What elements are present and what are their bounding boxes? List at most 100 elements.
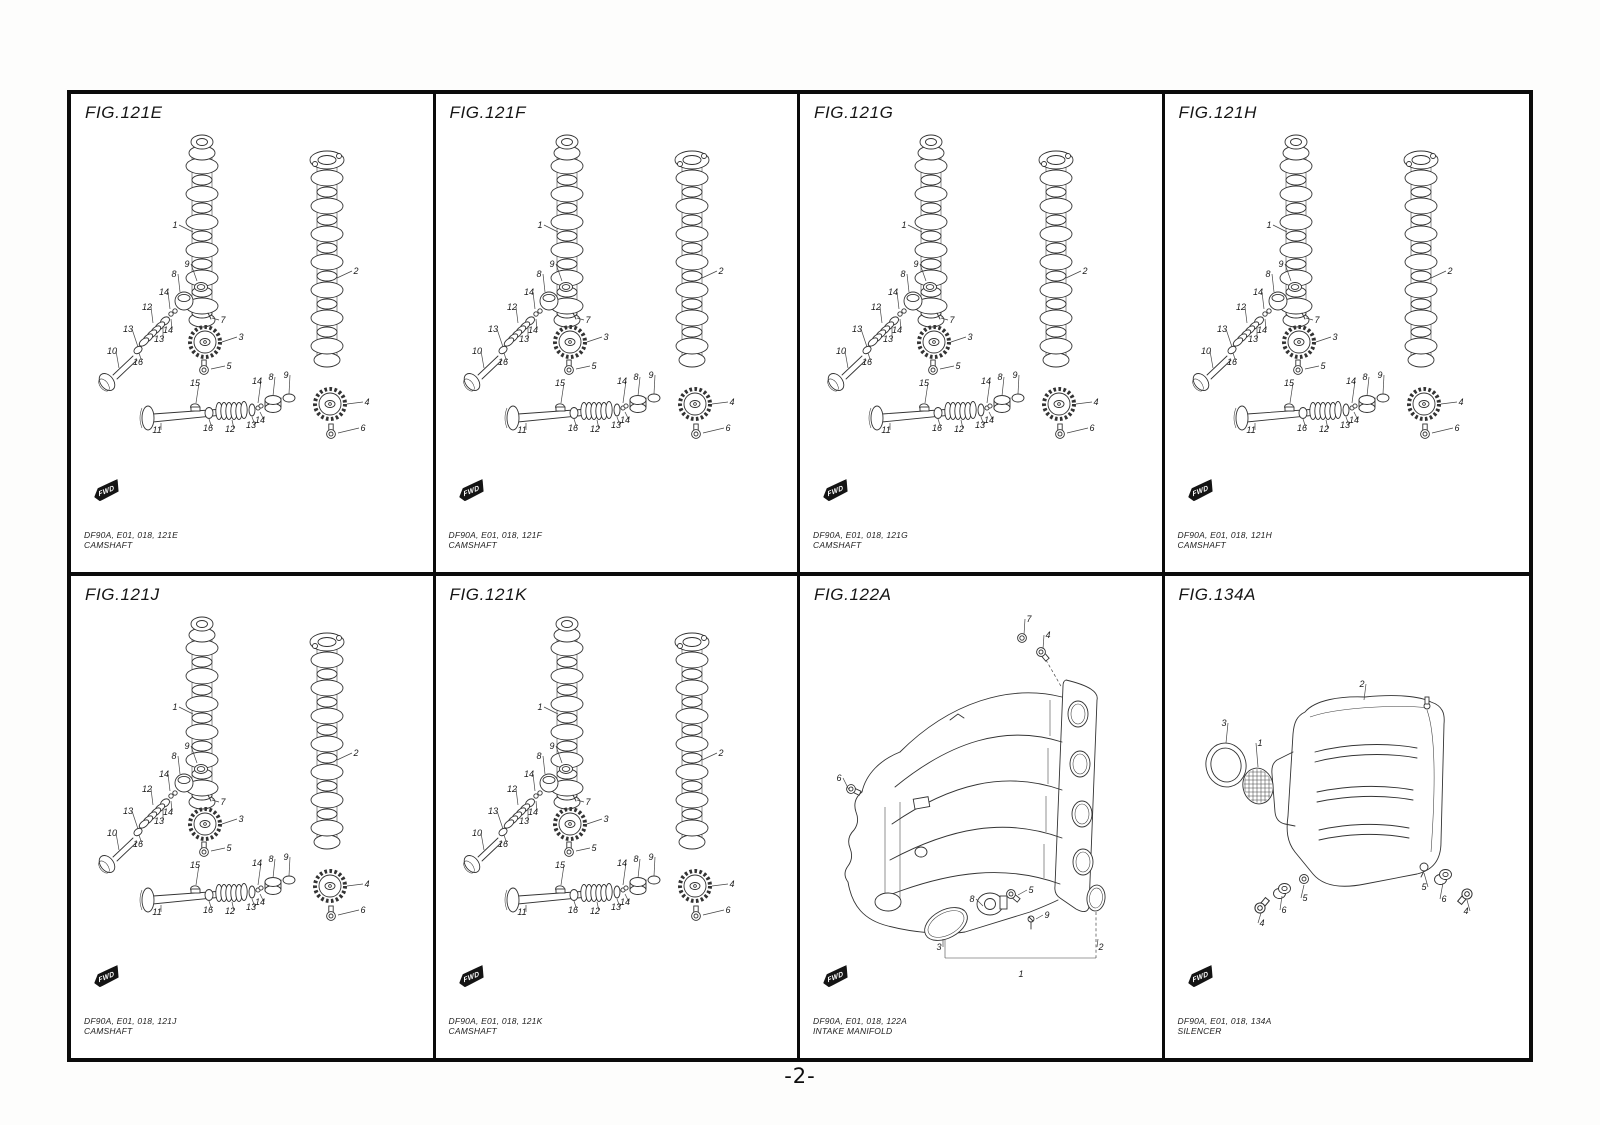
svg-text:13: 13	[1339, 420, 1349, 430]
svg-text:14: 14	[163, 325, 173, 335]
svg-text:16: 16	[1226, 357, 1236, 367]
svg-text:6: 6	[1281, 905, 1286, 915]
svg-text:10: 10	[471, 346, 481, 356]
svg-text:3: 3	[238, 332, 243, 342]
svg-text:15: 15	[554, 378, 565, 388]
svg-text:11: 11	[152, 907, 161, 917]
svg-text:2: 2	[1081, 266, 1087, 276]
svg-text:16: 16	[133, 357, 143, 367]
svg-text:9: 9	[549, 259, 554, 269]
figure-footer: DF90A, E01, 018, 121H CAMSHAFT	[1178, 530, 1272, 550]
svg-text:14: 14	[527, 807, 537, 817]
figure-footer: DF90A, E01, 018, 121G CAMSHAFT	[813, 530, 908, 550]
svg-text:8: 8	[536, 269, 541, 279]
svg-text:3: 3	[603, 814, 608, 824]
figure-title: FIG.134A	[1178, 585, 1257, 604]
svg-text:3: 3	[936, 942, 941, 952]
svg-text:2: 2	[717, 748, 723, 758]
svg-text:2: 2	[1358, 679, 1364, 689]
svg-text:6: 6	[360, 905, 365, 915]
svg-text:14: 14	[616, 858, 626, 868]
svg-text:9: 9	[648, 852, 653, 862]
svg-text:1: 1	[1257, 738, 1262, 748]
svg-text:14: 14	[616, 376, 626, 386]
figure-footer: DF90A, E01, 018, 121K CAMSHAFT	[449, 1016, 543, 1036]
svg-text:10: 10	[836, 346, 846, 356]
figure-title: FIG.121J	[85, 585, 160, 604]
svg-text:5: 5	[1320, 361, 1326, 371]
svg-text:6: 6	[725, 423, 730, 433]
figure-title: FIG.121H	[1178, 103, 1257, 122]
svg-text:1: 1	[901, 220, 906, 230]
svg-text:3: 3	[1332, 332, 1337, 342]
svg-text:14: 14	[619, 897, 629, 907]
svg-text:12: 12	[1235, 302, 1245, 312]
svg-text:13: 13	[518, 334, 528, 344]
svg-text:16: 16	[497, 357, 507, 367]
svg-text:6: 6	[725, 905, 730, 915]
svg-text:13: 13	[518, 816, 528, 826]
svg-text:3: 3	[238, 814, 243, 824]
svg-text:11: 11	[517, 425, 526, 435]
svg-text:11: 11	[1246, 425, 1255, 435]
figure-code: DF90A, E01, 018, 121H	[1177, 530, 1272, 540]
svg-text:12: 12	[142, 302, 152, 312]
svg-text:9: 9	[184, 259, 189, 269]
svg-text:16: 16	[567, 423, 577, 433]
svg-text:7: 7	[949, 315, 955, 325]
svg-text:14: 14	[252, 858, 262, 868]
figure-part-name: CAMSHAFT	[84, 1026, 133, 1036]
svg-text:1: 1	[172, 220, 177, 230]
svg-text:6: 6	[1441, 894, 1446, 904]
svg-text:8: 8	[969, 894, 974, 904]
svg-text:12: 12	[142, 784, 152, 794]
svg-text:16: 16	[203, 905, 213, 915]
svg-text:13: 13	[610, 420, 620, 430]
svg-text:14: 14	[159, 769, 169, 779]
svg-text:14: 14	[619, 415, 629, 425]
svg-text:13: 13	[246, 420, 256, 430]
svg-text:14: 14	[892, 325, 902, 335]
svg-text:9: 9	[283, 370, 288, 380]
svg-text:4: 4	[1045, 630, 1050, 640]
svg-text:5: 5	[1421, 882, 1427, 892]
page-number: -2-	[784, 1064, 816, 1088]
svg-text:12: 12	[871, 302, 881, 312]
svg-text:10: 10	[107, 828, 117, 838]
svg-text:14: 14	[1345, 376, 1355, 386]
figure-part-name: CAMSHAFT	[84, 540, 133, 550]
svg-text:13: 13	[975, 420, 985, 430]
svg-text:14: 14	[1256, 325, 1266, 335]
figure-part-name: SILENCER	[1177, 1026, 1222, 1036]
svg-text:14: 14	[981, 376, 991, 386]
svg-text:3: 3	[967, 332, 972, 342]
svg-text:16: 16	[932, 423, 942, 433]
svg-text:5: 5	[1302, 893, 1308, 903]
svg-text:8: 8	[536, 751, 541, 761]
svg-text:4: 4	[729, 397, 734, 407]
svg-text:8: 8	[633, 372, 638, 382]
svg-text:10: 10	[107, 346, 117, 356]
svg-text:12: 12	[954, 424, 964, 434]
svg-text:13: 13	[246, 902, 256, 912]
svg-text:14: 14	[1348, 415, 1358, 425]
svg-text:12: 12	[506, 784, 516, 794]
svg-text:4: 4	[1259, 918, 1264, 928]
svg-text:2: 2	[352, 266, 358, 276]
svg-text:3: 3	[1221, 718, 1226, 728]
svg-text:12: 12	[589, 906, 599, 916]
svg-text:5: 5	[591, 361, 597, 371]
svg-text:14: 14	[255, 415, 265, 425]
svg-text:10: 10	[471, 828, 481, 838]
svg-text:15: 15	[190, 378, 201, 388]
